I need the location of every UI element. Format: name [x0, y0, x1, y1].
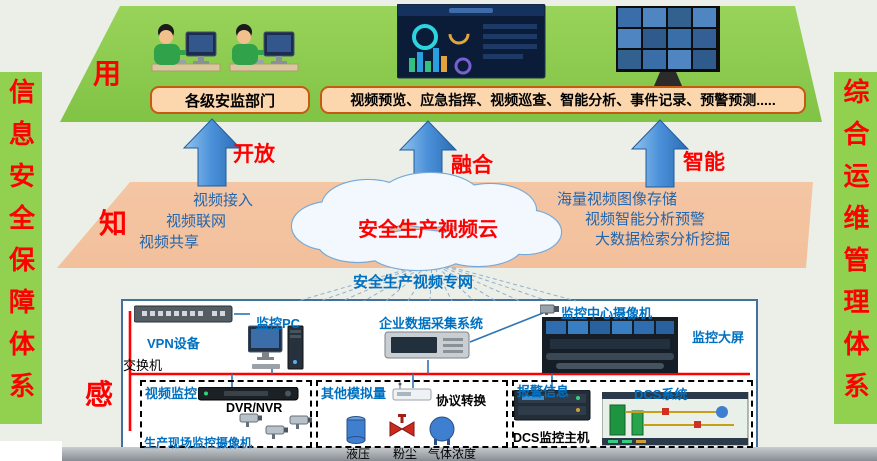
vpn-device-label: VPN设备 — [147, 336, 200, 351]
dcs-screen-image — [602, 392, 749, 446]
data-collector-icon — [384, 331, 470, 359]
operators-clipart — [151, 23, 299, 72]
dvr-label: DVR/NVR — [226, 401, 283, 415]
red-bus-lines — [128, 311, 750, 431]
group-analog-signals — [316, 380, 508, 448]
analog-group-title: 其他模拟量 — [321, 386, 387, 401]
slide-footer-bar — [62, 447, 877, 461]
up-arrow-open — [182, 118, 242, 187]
sensor-label-hydraulic: 液压 — [346, 447, 371, 461]
functions-box: 视频预览、应急指挥、视频巡查、智能分析、事件记录、预警预测..... — [320, 86, 806, 114]
capability-video-network: 视频联网 — [166, 213, 227, 230]
capability-video-access: 视频接入 — [193, 192, 254, 209]
arrow-label-open: 开放 — [233, 143, 275, 166]
data-collector-label: 企业数据采集系统 — [379, 316, 484, 331]
capability-bigdata: 大数据检索分析挖掘 — [595, 231, 731, 248]
protocol-converter-icon — [392, 382, 432, 401]
sensor-icons — [346, 414, 455, 445]
capability-ai-warning: 视频智能分析预警 — [585, 211, 706, 228]
layer-label-know: 知 — [99, 208, 128, 239]
arrow-label-fuse: 融合 — [451, 154, 493, 177]
functions-box-label: 视频预览、应急指挥、视频巡查、智能分析、事件记录、预警预测..... — [350, 92, 776, 108]
dept-box: 各级安监部门 — [150, 86, 310, 114]
arrow-label-smart: 智能 — [683, 151, 725, 174]
switch-device-icon — [134, 305, 233, 323]
monitoring-pc-icon — [248, 325, 304, 370]
layer-label-use: 用 — [93, 58, 122, 89]
right-banner: 综合运维管理体系 — [834, 72, 877, 424]
right-banner-text: 综合运维管理体系 — [840, 78, 870, 414]
dvr-device-icon — [198, 387, 299, 401]
private-network-label: 安全生产视频专网 — [353, 274, 474, 291]
left-banner: 信息安全保障体系 — [0, 72, 42, 424]
group-video-surveillance — [140, 380, 312, 448]
cloud-title: 安全生产视频云 — [358, 219, 498, 241]
switch-label: 交换机 — [123, 358, 163, 373]
site-cameras-label: 生产现场监控摄像机 — [144, 436, 253, 450]
capability-video-share: 视频共享 — [139, 234, 200, 251]
layer-label-sense: 感 — [85, 379, 114, 410]
left-banner-text: 信息安全保障体系 — [5, 78, 36, 414]
cloud-shape — [290, 171, 563, 272]
dcs-host-label: DCS监控主机 — [513, 431, 590, 445]
capability-storage: 海量视频图像存储 — [557, 191, 678, 208]
monitoring-pc-label: 监控PC — [256, 316, 301, 331]
protocol-converter-label: 协议转换 — [436, 394, 487, 408]
center-camera-label: 监控中心摄像机 — [561, 306, 653, 321]
video-group-title: 视频监控 — [145, 386, 198, 401]
center-camera-icon — [540, 304, 559, 315]
dcs-host-icon — [514, 390, 591, 421]
dept-box-label: 各级安监部门 — [184, 92, 275, 110]
up-arrow-smart — [630, 119, 690, 188]
video-wall — [616, 6, 720, 91]
sensor-label-dust: 粉尘 — [393, 447, 418, 461]
control-room-photo — [542, 317, 678, 373]
group-alarm-dcs — [512, 380, 753, 448]
big-screen-label: 监控大屏 — [692, 330, 745, 345]
dcs-system-label: DCS系统 — [634, 387, 688, 402]
slide-footer-corner — [0, 441, 62, 461]
alarm-group-title: 报警信息 — [517, 384, 570, 399]
dashboard-screenshot — [397, 4, 546, 79]
sensor-label-gas: 气体浓度 — [428, 447, 477, 461]
